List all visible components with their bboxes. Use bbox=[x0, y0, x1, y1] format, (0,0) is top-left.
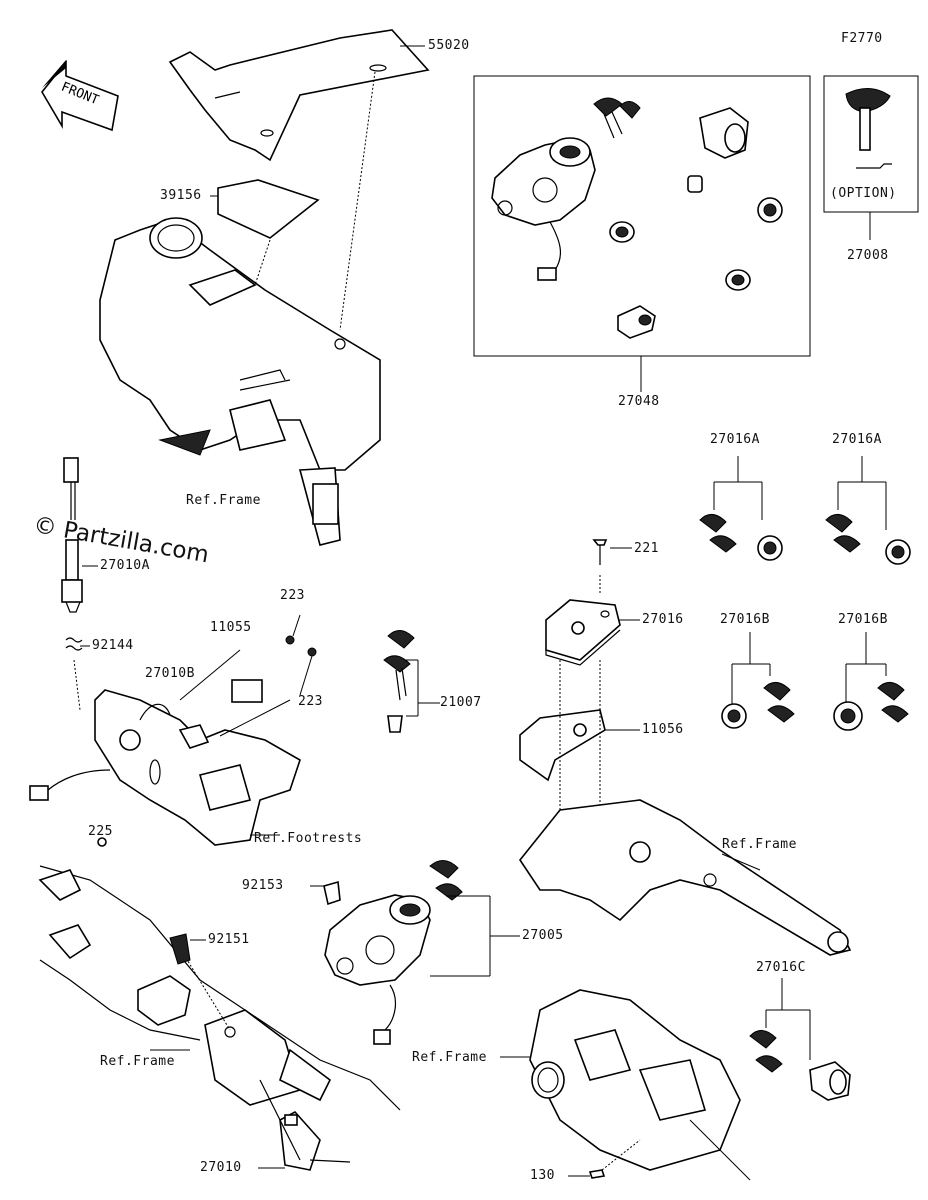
part-number-27016: 27016 bbox=[642, 612, 684, 627]
bracket-27016 bbox=[545, 539, 640, 666]
part-number-21007: 21007 bbox=[440, 695, 482, 710]
part-number-27016B-right: 27016B bbox=[838, 612, 888, 627]
bracket-assembly-left bbox=[29, 614, 317, 847]
part-number-27010: 27010 bbox=[200, 1160, 242, 1175]
frame-top-section bbox=[99, 217, 381, 546]
key-set-27016A-2 bbox=[825, 456, 911, 565]
part-number-221: 221 bbox=[634, 541, 659, 556]
ref-footrests: Ref.Footrests bbox=[254, 831, 363, 846]
ref-frame-bottom-right: Ref.Frame bbox=[412, 1050, 487, 1065]
key-set-27016C bbox=[749, 978, 851, 1101]
part-number-27016C: 27016C bbox=[756, 960, 806, 975]
figure-code: F2770 bbox=[841, 31, 883, 46]
part-number-27010A: 27010A bbox=[100, 558, 150, 573]
part-number-27005: 27005 bbox=[522, 928, 564, 943]
part-number-39156: 39156 bbox=[160, 188, 202, 203]
ref-frame-top: Ref.Frame bbox=[186, 493, 261, 508]
option-label: (OPTION) bbox=[830, 186, 897, 201]
sensor-27010A bbox=[61, 457, 98, 613]
part-number-11056: 11056 bbox=[642, 722, 684, 737]
part-number-27016A-left: 27016A bbox=[710, 432, 760, 447]
ignition-switch-27005 bbox=[310, 860, 520, 1045]
part-number-223-bottom: 223 bbox=[298, 694, 323, 709]
frame-bottom-left-section bbox=[38, 865, 401, 1171]
part-number-92144: 92144 bbox=[92, 638, 134, 653]
part-number-55020: 55020 bbox=[428, 38, 470, 53]
key-set-27016B-2 bbox=[833, 632, 909, 731]
frame-right-section bbox=[519, 799, 852, 956]
key-set-27016A-1 bbox=[699, 456, 783, 561]
part-number-130: 130 bbox=[530, 1168, 555, 1183]
part-number-92151: 92151 bbox=[208, 932, 250, 947]
ref-frame-right: Ref.Frame bbox=[722, 837, 797, 852]
key-set-27016B-1 bbox=[721, 632, 795, 729]
frame-bottom-right-section bbox=[500, 989, 751, 1181]
plate-11056 bbox=[519, 660, 640, 820]
key-set-21007 bbox=[383, 630, 440, 733]
part-number-27008: 27008 bbox=[847, 248, 889, 263]
part-number-92153: 92153 bbox=[242, 878, 284, 893]
part-number-11055: 11055 bbox=[210, 620, 252, 635]
front-arrow-icon: FRONT bbox=[41, 59, 119, 132]
ref-frame-bottom-left: Ref.Frame bbox=[100, 1054, 175, 1069]
spring-icon bbox=[65, 637, 90, 711]
part-number-27016B-left: 27016B bbox=[720, 612, 770, 627]
part-number-225: 225 bbox=[88, 824, 113, 839]
part-number-27010B: 27010B bbox=[145, 666, 195, 681]
part-number-27048: 27048 bbox=[618, 394, 660, 409]
label-pad-55020 bbox=[168, 29, 430, 331]
ignition-lock-set-27048 bbox=[473, 75, 811, 392]
part-number-27016A-right: 27016A bbox=[832, 432, 882, 447]
option-key-27008 bbox=[823, 75, 919, 240]
part-number-223-top: 223 bbox=[280, 588, 305, 603]
